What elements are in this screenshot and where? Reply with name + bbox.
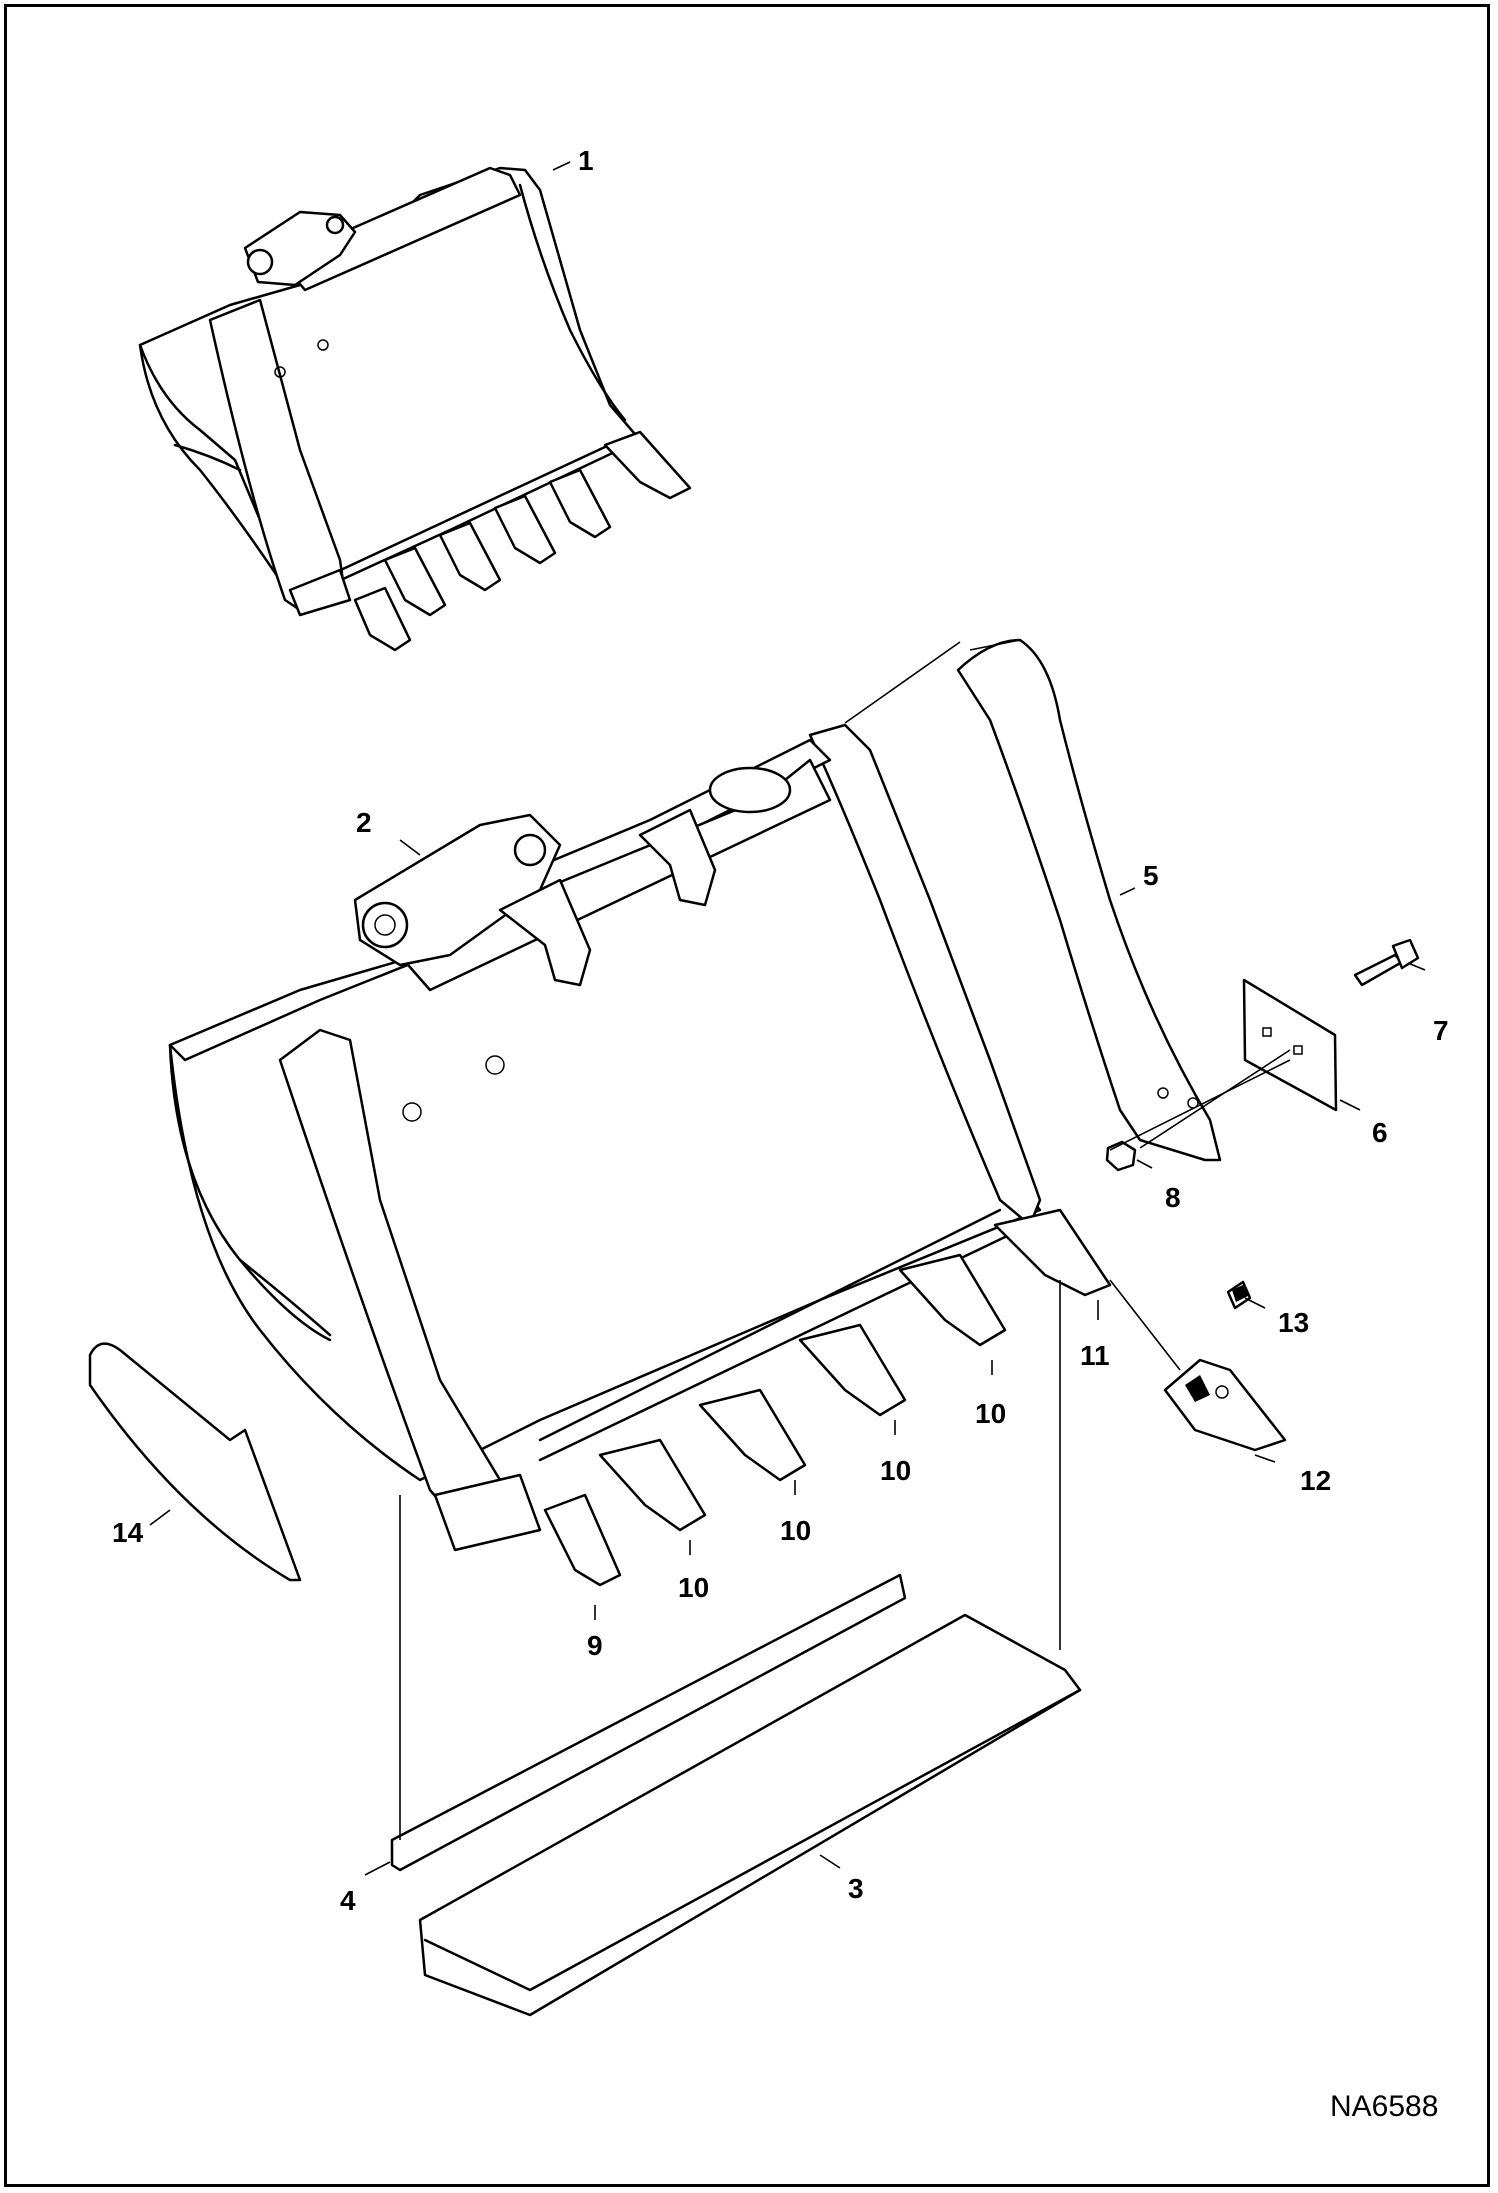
callout-10c: 10 [880, 1455, 911, 1486]
callout-2: 2 [356, 807, 372, 838]
nut [1105, 1140, 1137, 1172]
callout-5: 5 [1143, 860, 1159, 891]
small-bucket-assembly [138, 166, 692, 652]
side-blade [88, 1342, 302, 1582]
leader-lines [149, 161, 1426, 1876]
callout-9: 9 [587, 1630, 603, 1661]
callout-3: 3 [848, 1873, 864, 1904]
callout-13: 13 [1278, 1307, 1309, 1338]
wear-pad [1242, 978, 1338, 1112]
callout-10b: 10 [780, 1515, 811, 1546]
cutting-edge-narrow [390, 1573, 907, 1872]
callout-14: 14 [112, 1517, 144, 1548]
callout-6: 6 [1372, 1117, 1388, 1148]
tooth-pin [1226, 1280, 1252, 1310]
callout-12: 12 [1300, 1465, 1331, 1496]
tooth-adapter [1163, 1358, 1287, 1452]
large-bucket-assembly [168, 723, 1170, 1587]
callout-8: 8 [1165, 1182, 1181, 1213]
bolt [1353, 938, 1420, 987]
cutting-edge-wide [418, 1613, 1082, 2017]
drawing-code: NA6588 [1330, 2090, 1438, 2123]
side-cutter [956, 638, 1222, 1162]
callout-7: 7 [1433, 1015, 1449, 1046]
callouts: 1 2 3 4 5 6 7 8 9 10 10 10 10 11 12 13 1… [112, 145, 1449, 1916]
callout-1: 1 [578, 145, 594, 176]
projection-lines [399, 639, 1291, 1840]
callout-4: 4 [340, 1885, 356, 1916]
callout-10a: 10 [678, 1572, 709, 1603]
callout-10d: 10 [975, 1398, 1006, 1429]
callout-11: 11 [1080, 1340, 1110, 1371]
